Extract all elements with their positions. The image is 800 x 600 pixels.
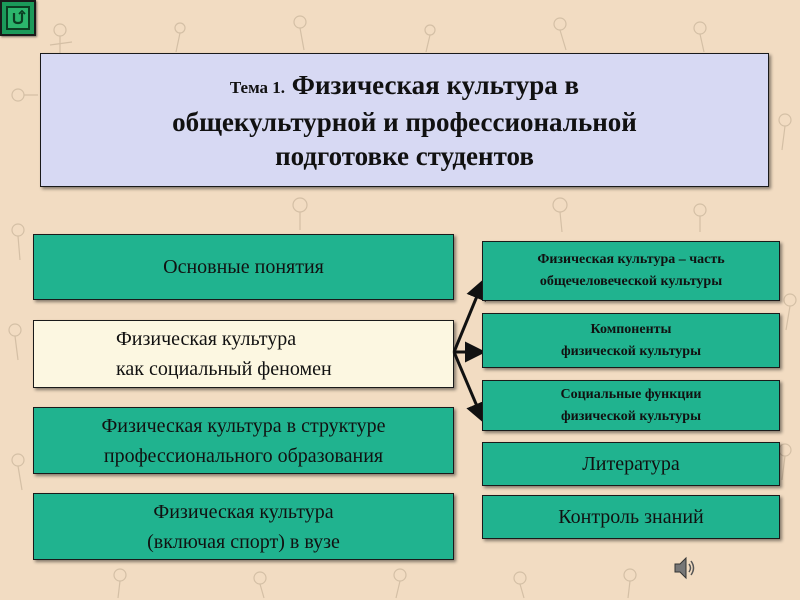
topic-culture-part-button[interactable]: Физическая культура – часть общечеловече…: [482, 241, 780, 301]
topic-social-functions-line2: физической культуры: [560, 408, 702, 424]
nav-professional-education-line1: Физическая культура в структуре: [101, 414, 386, 437]
nav-university-sport-line1: Физическая культура: [153, 500, 334, 523]
nav-social-phenomenon-line1: Физическая культура: [116, 328, 297, 350]
slide-title-box: Тема 1. Физическая культура в общекульту…: [40, 53, 769, 187]
title-first-line: Тема 1. Физическая культура в: [230, 68, 579, 105]
nav-basic-concepts-button[interactable]: Основные понятия: [33, 234, 454, 300]
nav-social-phenomenon-button[interactable]: Физическая культура как социальный феном…: [33, 320, 454, 388]
topic-components-button[interactable]: Компоненты физической культуры: [482, 313, 780, 368]
nav-basic-concepts-label: Основные понятия: [163, 256, 324, 278]
knowledge-test-button[interactable]: Контроль знаний: [482, 495, 780, 539]
topic-social-functions-line1: Социальные функции: [560, 386, 702, 402]
speaker-icon[interactable]: [672, 554, 696, 582]
topic-social-functions-button[interactable]: Социальные функции физической культуры: [482, 380, 780, 431]
knowledge-test-label: Контроль знаний: [558, 506, 704, 528]
topic-culture-part-line2: общечеловеческой культуры: [539, 274, 723, 289]
nav-professional-education-line2: профессионального образования: [103, 444, 384, 467]
return-arrow-icon: [12, 10, 26, 25]
nav-university-sport-button[interactable]: Физическая культура (включая спорт) в ву…: [33, 493, 454, 560]
title-text-line3: подготовке студентов: [275, 140, 534, 171]
topic-culture-part-line1: Физическая культура – часть: [537, 252, 725, 267]
topic-label: Тема 1.: [229, 77, 286, 97]
title-text-line2: общекультурной и профессиональной: [172, 106, 637, 137]
branch-arrows-icon: [452, 278, 486, 424]
title-text-line1: Физическая культура в: [291, 69, 580, 100]
return-button-frame: [6, 6, 30, 30]
topic-components-line1: Компоненты: [590, 321, 672, 337]
return-button[interactable]: [0, 0, 36, 36]
topic-components-line2: физической культуры: [560, 343, 702, 359]
literature-button[interactable]: Литература: [482, 442, 780, 486]
nav-social-phenomenon-line2: как социальный феномен: [116, 358, 332, 380]
nav-university-sport-line2: (включая спорт) в вузе: [147, 530, 340, 553]
literature-label: Литература: [582, 453, 680, 475]
nav-professional-education-button[interactable]: Физическая культура в структуре професси…: [33, 407, 454, 474]
